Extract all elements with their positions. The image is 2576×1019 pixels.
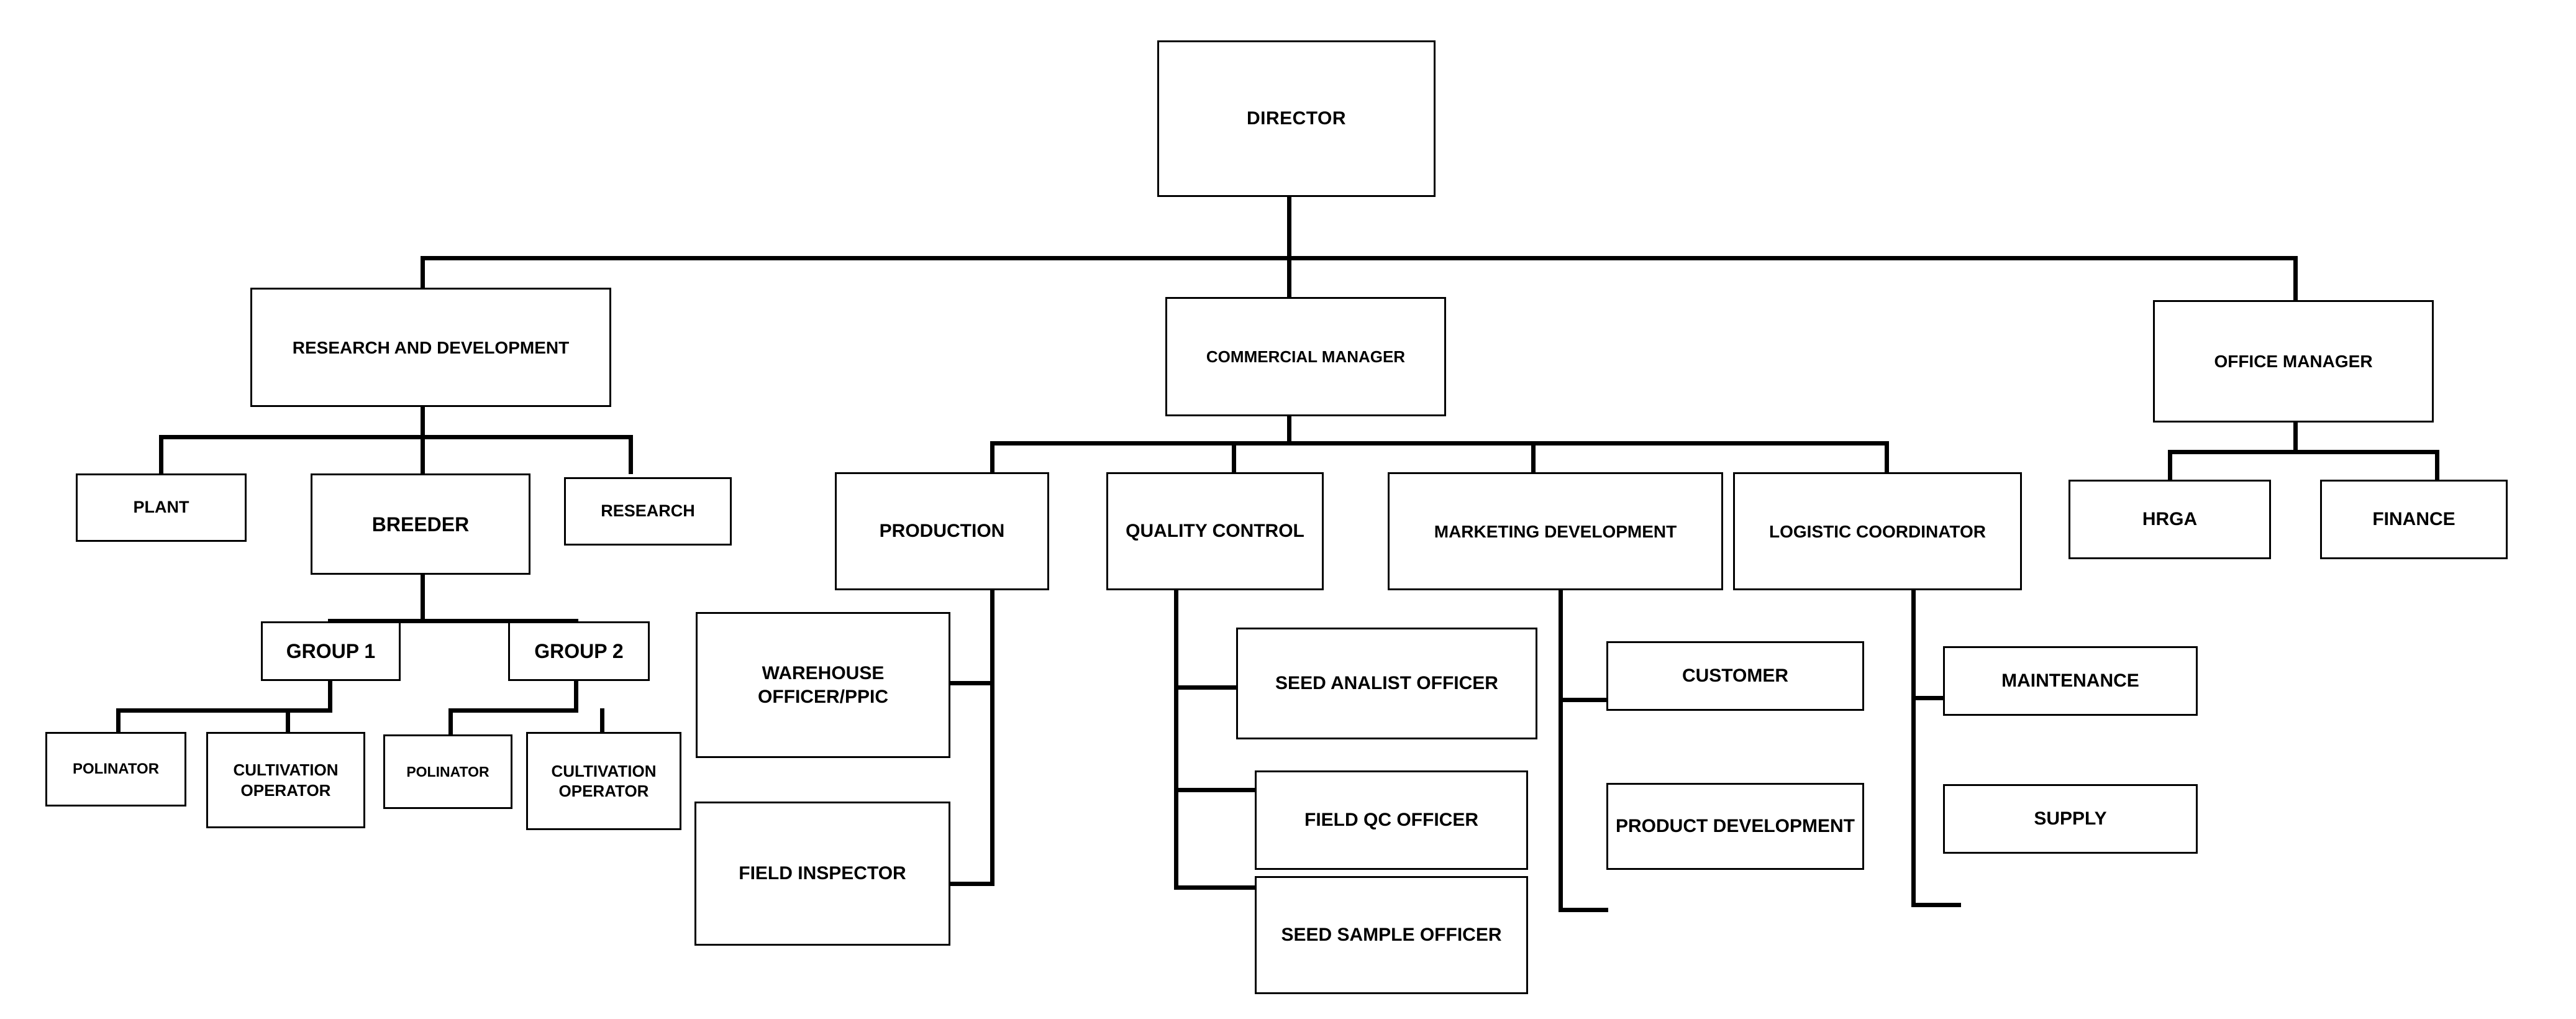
node-polinator-group2-label: POLINATOR xyxy=(406,763,489,780)
node-cultivation-operator-group1[interactable]: CULTIVATION OPERATOR xyxy=(206,732,365,828)
connector-commercial-stem xyxy=(1287,416,1291,445)
connector-group1-stem xyxy=(328,674,332,713)
connector-level2-bus xyxy=(421,256,2298,260)
node-finance[interactable]: FINANCE xyxy=(2320,480,2508,559)
node-logistic-coordinator[interactable]: LOGISTIC COORDINATOR xyxy=(1733,472,2022,590)
connector-breeder-bus xyxy=(328,619,578,623)
node-office-manager[interactable]: OFFICE MANAGER xyxy=(2153,300,2434,423)
node-plant-label: PLANT xyxy=(133,498,189,517)
node-product-development-label: PRODUCT DEVELOPMENT xyxy=(1615,816,1855,837)
node-field-inspector[interactable]: FIELD INSPECTOR xyxy=(694,802,950,946)
node-marketing-development[interactable]: MARKETING DEVELOPMENT xyxy=(1388,472,1723,590)
node-research-and-development-label: RESEARCH AND DEVELOPMENT xyxy=(292,337,570,357)
connector-group1-to-cultivation xyxy=(286,708,290,734)
connector-production-to-warehouse xyxy=(949,681,994,685)
connector-group2-to-cultivation xyxy=(600,708,604,734)
connector-bus-to-office xyxy=(2293,256,2298,301)
node-group-2[interactable]: GROUP 2 xyxy=(508,621,650,681)
connector-office-to-hrga xyxy=(2168,450,2172,482)
connector-office-to-finance xyxy=(2435,450,2439,482)
node-supply[interactable]: SUPPLY xyxy=(1943,784,2198,854)
connector-commercial-to-marketing xyxy=(1531,441,1536,472)
node-customer[interactable]: CUSTOMER xyxy=(1606,641,1864,711)
node-seed-sample-officer-label: SEED SAMPLE OFFICER xyxy=(1281,925,1502,946)
node-breeder[interactable]: BREEDER xyxy=(311,473,530,575)
connector-logistic-to-maintenance xyxy=(1911,696,1961,700)
node-field-inspector-label: FIELD INSPECTOR xyxy=(739,863,906,884)
node-cultivation-operator-group2-label: CULTIVATION OPERATOR xyxy=(551,761,657,801)
node-maintenance-label: MAINTENANCE xyxy=(2001,670,2139,692)
node-supply-label: SUPPLY xyxy=(2034,808,2107,829)
node-polinator-group2[interactable]: POLINATOR xyxy=(383,734,512,809)
connector-rnd-to-plant xyxy=(159,435,163,474)
connector-group2-bus xyxy=(448,708,578,713)
connector-production-to-field-inspector xyxy=(949,882,994,886)
connector-office-bus xyxy=(2168,450,2439,454)
node-group-1-label: GROUP 1 xyxy=(286,640,376,662)
connector-quality-to-seed-analist xyxy=(1174,685,1240,690)
connector-marketing-to-product-dev xyxy=(1559,908,1608,912)
connector-group1-to-polinator xyxy=(116,708,121,734)
node-hrga[interactable]: HRGA xyxy=(2069,480,2271,559)
node-seed-analist-officer[interactable]: SEED ANALIST OFFICER xyxy=(1236,628,1537,739)
node-commercial-manager[interactable]: COMMERCIAL MANAGER xyxy=(1165,297,1446,416)
node-seed-analist-officer-label: SEED ANALIST OFFICER xyxy=(1275,673,1498,694)
node-production-label: PRODUCTION xyxy=(879,521,1005,542)
connector-rnd-to-research xyxy=(629,435,633,474)
node-office-manager-label: OFFICE MANAGER xyxy=(2214,352,2373,371)
node-marketing-development-label: MARKETING DEVELOPMENT xyxy=(1434,521,1677,541)
node-field-qc-officer[interactable]: FIELD QC OFFICER xyxy=(1255,770,1528,870)
connector-logistic-spine xyxy=(1911,590,1916,907)
connector-group2-stem xyxy=(574,674,578,713)
node-product-development[interactable]: PRODUCT DEVELOPMENT xyxy=(1606,783,1864,870)
node-group-2-label: GROUP 2 xyxy=(534,640,624,662)
connector-office-stem xyxy=(2293,423,2298,454)
connector-commercial-to-quality xyxy=(1232,441,1236,472)
connector-commercial-to-logistic xyxy=(1885,441,1889,472)
node-warehouse-officer-ppic-label: WAREHOUSE OFFICER/PPIC xyxy=(757,663,888,707)
node-polinator-group1-label: POLINATOR xyxy=(72,761,160,777)
node-hrga-label: HRGA xyxy=(2142,509,2198,530)
node-quality-control-label: QUALITY CONTROL xyxy=(1126,521,1304,542)
connector-commercial-to-production xyxy=(990,441,994,472)
connector-production-spine xyxy=(990,590,994,886)
connector-rnd-to-breeder xyxy=(421,435,425,474)
node-cultivation-operator-group1-label: CULTIVATION OPERATOR xyxy=(233,761,339,800)
connector-bus-to-rnd xyxy=(421,256,425,289)
connector-group1-bus xyxy=(116,708,332,713)
connector-commercial-bus xyxy=(990,441,1889,446)
connector-group2-to-polinator xyxy=(448,708,453,734)
connector-bus-to-commercial xyxy=(1287,256,1291,298)
connector-quality-to-field-qc xyxy=(1174,788,1255,792)
node-research-and-development[interactable]: RESEARCH AND DEVELOPMENT xyxy=(250,288,611,407)
node-director[interactable]: DIRECTOR xyxy=(1157,40,1436,197)
node-production[interactable]: PRODUCTION xyxy=(835,472,1049,590)
node-warehouse-officer-ppic[interactable]: WAREHOUSE OFFICER/PPIC xyxy=(696,612,950,758)
connector-director-stem xyxy=(1287,196,1291,260)
node-customer-label: CUSTOMER xyxy=(1682,665,1789,687)
node-research[interactable]: RESEARCH xyxy=(564,477,732,546)
node-quality-control[interactable]: QUALITY CONTROL xyxy=(1106,472,1324,590)
node-finance-label: FINANCE xyxy=(2372,509,2455,530)
node-commercial-manager-label: COMMERCIAL MANAGER xyxy=(1206,347,1406,366)
node-breeder-label: BREEDER xyxy=(371,513,470,536)
node-research-label: RESEARCH xyxy=(601,501,695,521)
node-seed-sample-officer[interactable]: SEED SAMPLE OFFICER xyxy=(1255,876,1528,994)
node-maintenance[interactable]: MAINTENANCE xyxy=(1943,646,2198,716)
connector-marketing-spine xyxy=(1559,590,1563,912)
connector-quality-spine xyxy=(1174,590,1178,890)
connector-rnd-stem xyxy=(421,407,425,437)
node-cultivation-operator-group2[interactable]: CULTIVATION OPERATOR xyxy=(526,732,681,830)
node-polinator-group1[interactable]: POLINATOR xyxy=(45,732,186,807)
node-group-1[interactable]: GROUP 1 xyxy=(261,621,401,681)
node-field-qc-officer-label: FIELD QC OFFICER xyxy=(1304,810,1478,831)
connector-logistic-to-supply xyxy=(1911,903,1961,907)
connector-quality-to-seed-sample xyxy=(1174,885,1255,890)
node-logistic-coordinator-label: LOGISTIC COORDINATOR xyxy=(1769,521,1986,541)
node-director-label: DIRECTOR xyxy=(1246,108,1347,129)
connector-marketing-to-customer xyxy=(1559,698,1608,702)
node-plant[interactable]: PLANT xyxy=(76,473,247,542)
connector-breeder-stem xyxy=(421,575,425,623)
connector-rnd-bus xyxy=(159,435,633,439)
